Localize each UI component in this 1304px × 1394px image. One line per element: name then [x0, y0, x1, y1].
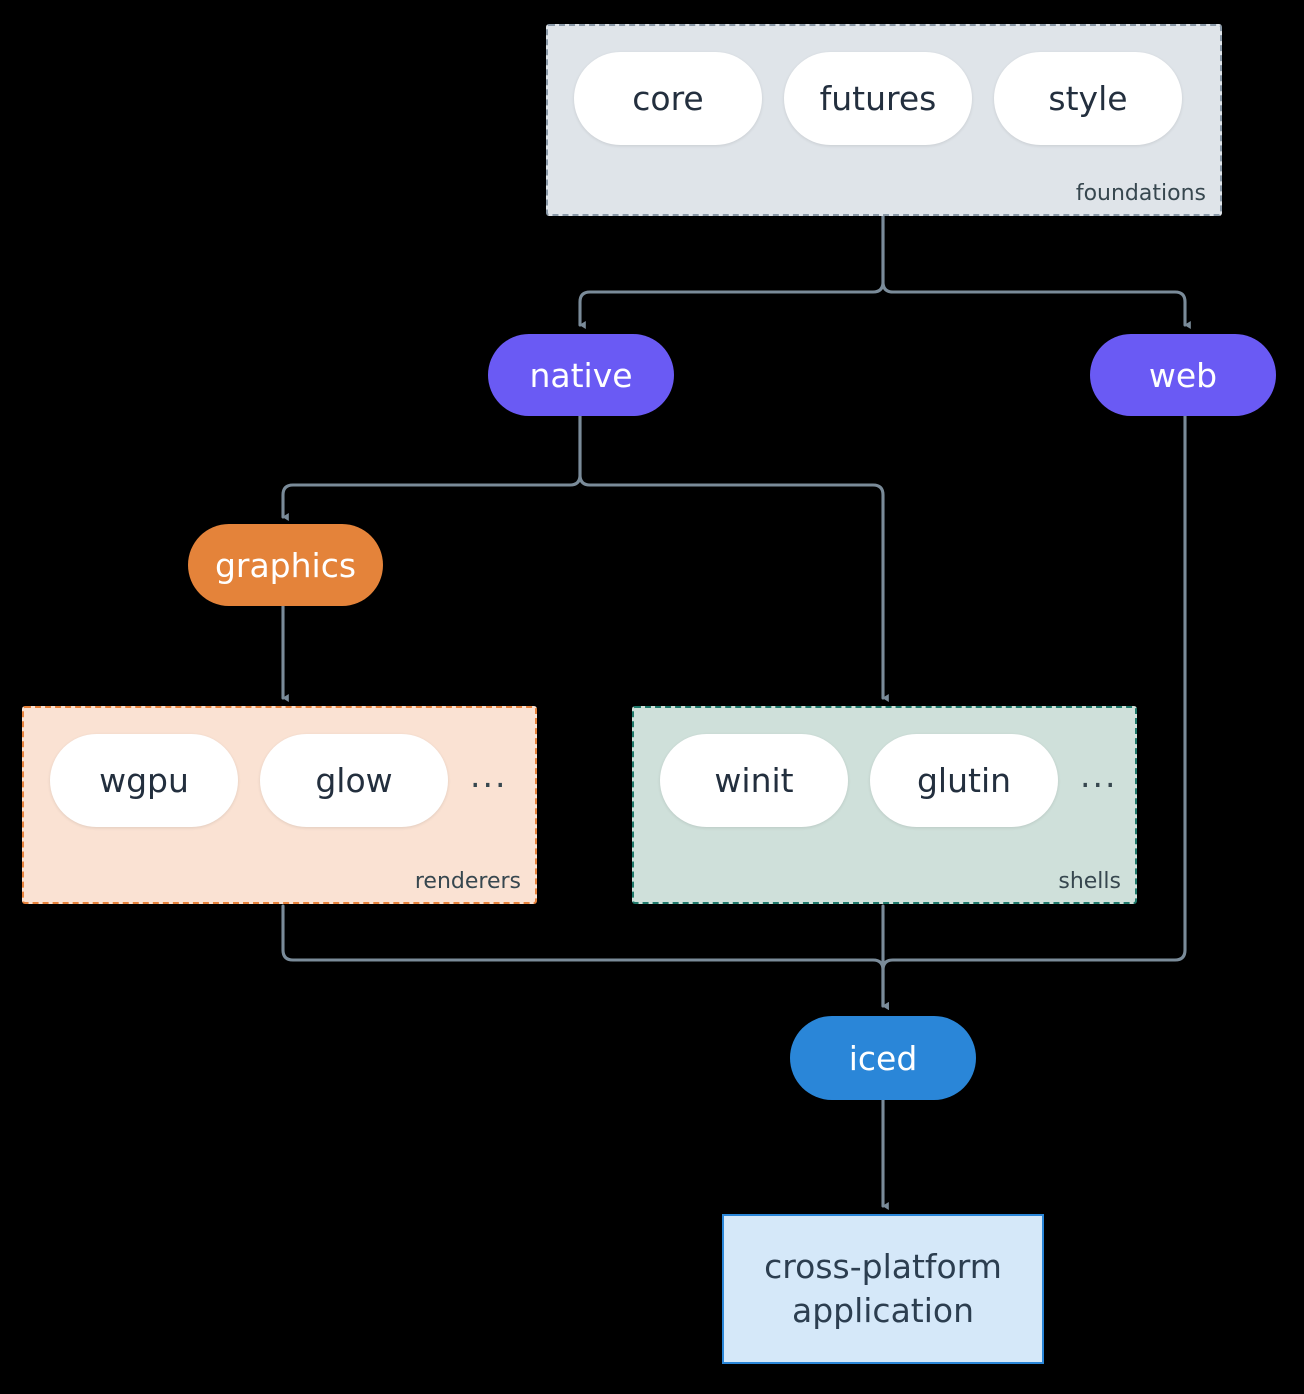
application-label-wrapper: cross-platform application [764, 1245, 1002, 1332]
leaf-glutin[interactable]: glutin [870, 734, 1058, 827]
application-label-line2: application [791, 1291, 975, 1330]
leaf-wgpu-label: wgpu [99, 761, 189, 800]
node-application[interactable]: cross-platform application [722, 1214, 1044, 1364]
leaf-futures-label: futures [819, 79, 937, 118]
leaf-core-label: core [632, 79, 704, 118]
node-web[interactable]: web [1090, 334, 1276, 416]
leaf-futures[interactable]: futures [784, 52, 972, 145]
leaf-style-label: style [1048, 79, 1128, 118]
group-foundations: core futures style foundations [546, 24, 1222, 216]
node-iced-label: iced [848, 1038, 918, 1078]
renderers-more-indicator: ... [470, 756, 508, 795]
foundations-items: core futures style [574, 52, 1182, 145]
node-graphics-label: graphics [214, 545, 357, 585]
leaf-style[interactable]: style [994, 52, 1182, 145]
group-label-renderers: renderers [414, 869, 521, 894]
leaf-glow[interactable]: glow [260, 734, 448, 827]
group-label-foundations: foundations [1075, 181, 1206, 206]
edge-foundations-web [881, 214, 1191, 330]
group-shells: winit glutin ... shells [632, 706, 1137, 904]
node-web-label: web [1148, 355, 1218, 395]
node-graphics[interactable]: graphics [188, 524, 383, 606]
edge-foundations-native [578, 214, 885, 330]
renderers-items: wgpu glow ... [50, 734, 507, 827]
leaf-core[interactable]: core [574, 52, 762, 145]
leaf-wgpu[interactable]: wgpu [50, 734, 238, 827]
node-native[interactable]: native [488, 334, 674, 416]
node-iced[interactable]: iced [790, 1016, 976, 1100]
shells-items: winit glutin ... [660, 734, 1117, 827]
leaf-glutin-label: glutin [916, 761, 1012, 800]
edge-native-graphics [281, 414, 582, 522]
leaf-winit-label: winit [714, 761, 794, 800]
edge-renderers-iced [281, 904, 889, 1011]
edge-native-shells [578, 414, 889, 703]
node-native-label: native [529, 355, 633, 395]
leaf-winit[interactable]: winit [660, 734, 848, 827]
group-label-shells: shells [1058, 869, 1121, 894]
application-label-line1: cross-platform [764, 1247, 1002, 1287]
group-renderers: wgpu glow ... renderers [22, 706, 537, 904]
shells-more-indicator: ... [1080, 756, 1118, 795]
leaf-glow-label: glow [315, 761, 393, 800]
